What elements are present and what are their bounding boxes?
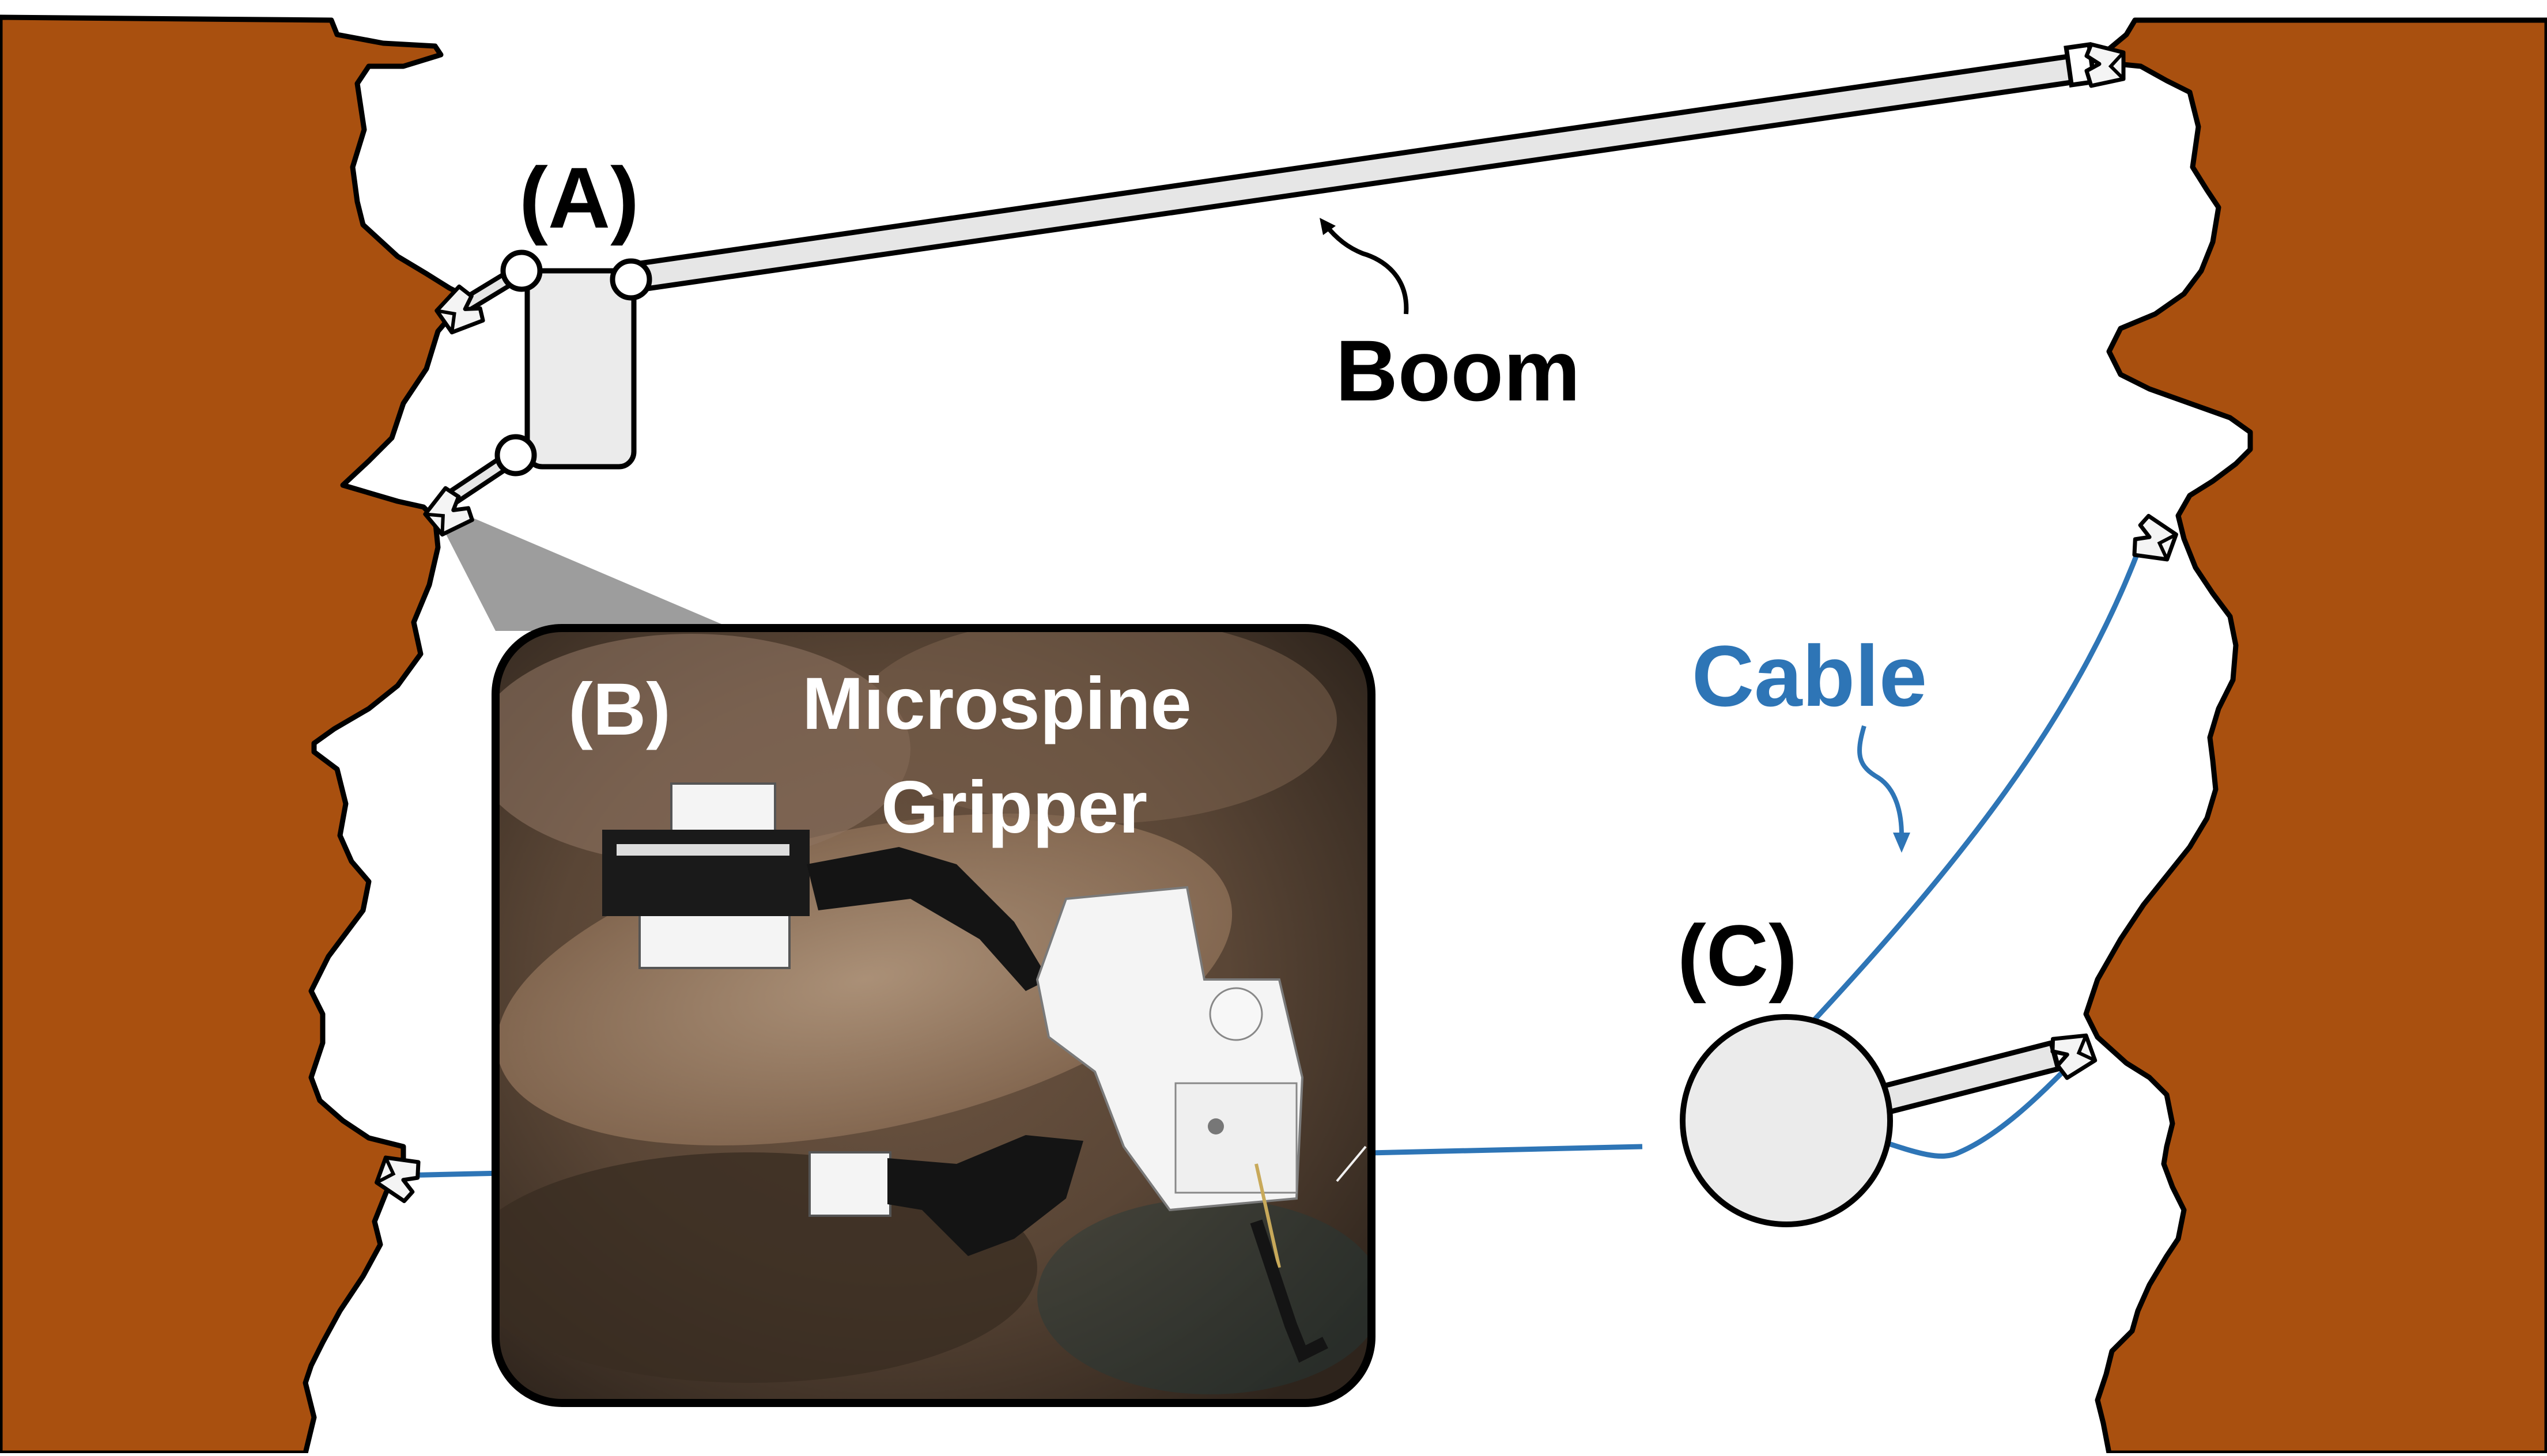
sphere-c (1680, 1014, 1893, 1227)
right-rock-wall (2083, 17, 2547, 1456)
label-b: (B) (568, 668, 671, 751)
boom-pointer-arrow (1320, 218, 1409, 315)
label-microspine: Microspine (802, 663, 1192, 745)
callout-wedge (438, 513, 738, 631)
label-gripper: Gripper (881, 766, 1147, 849)
left-rock-wall (0, 14, 464, 1456)
microspine-gripper-photo (492, 624, 1375, 1407)
robot-body-a (494, 249, 652, 476)
label-a: (A) (519, 149, 639, 246)
cable-upper-segment (1801, 543, 2144, 1034)
label-boom: Boom (1336, 322, 1581, 419)
label-cable: Cable (1692, 627, 1927, 724)
cable-pointer-arrow (1857, 725, 1910, 853)
cable-lower-segment (1843, 1069, 2065, 1159)
label-c: (C) (1677, 907, 1797, 1004)
